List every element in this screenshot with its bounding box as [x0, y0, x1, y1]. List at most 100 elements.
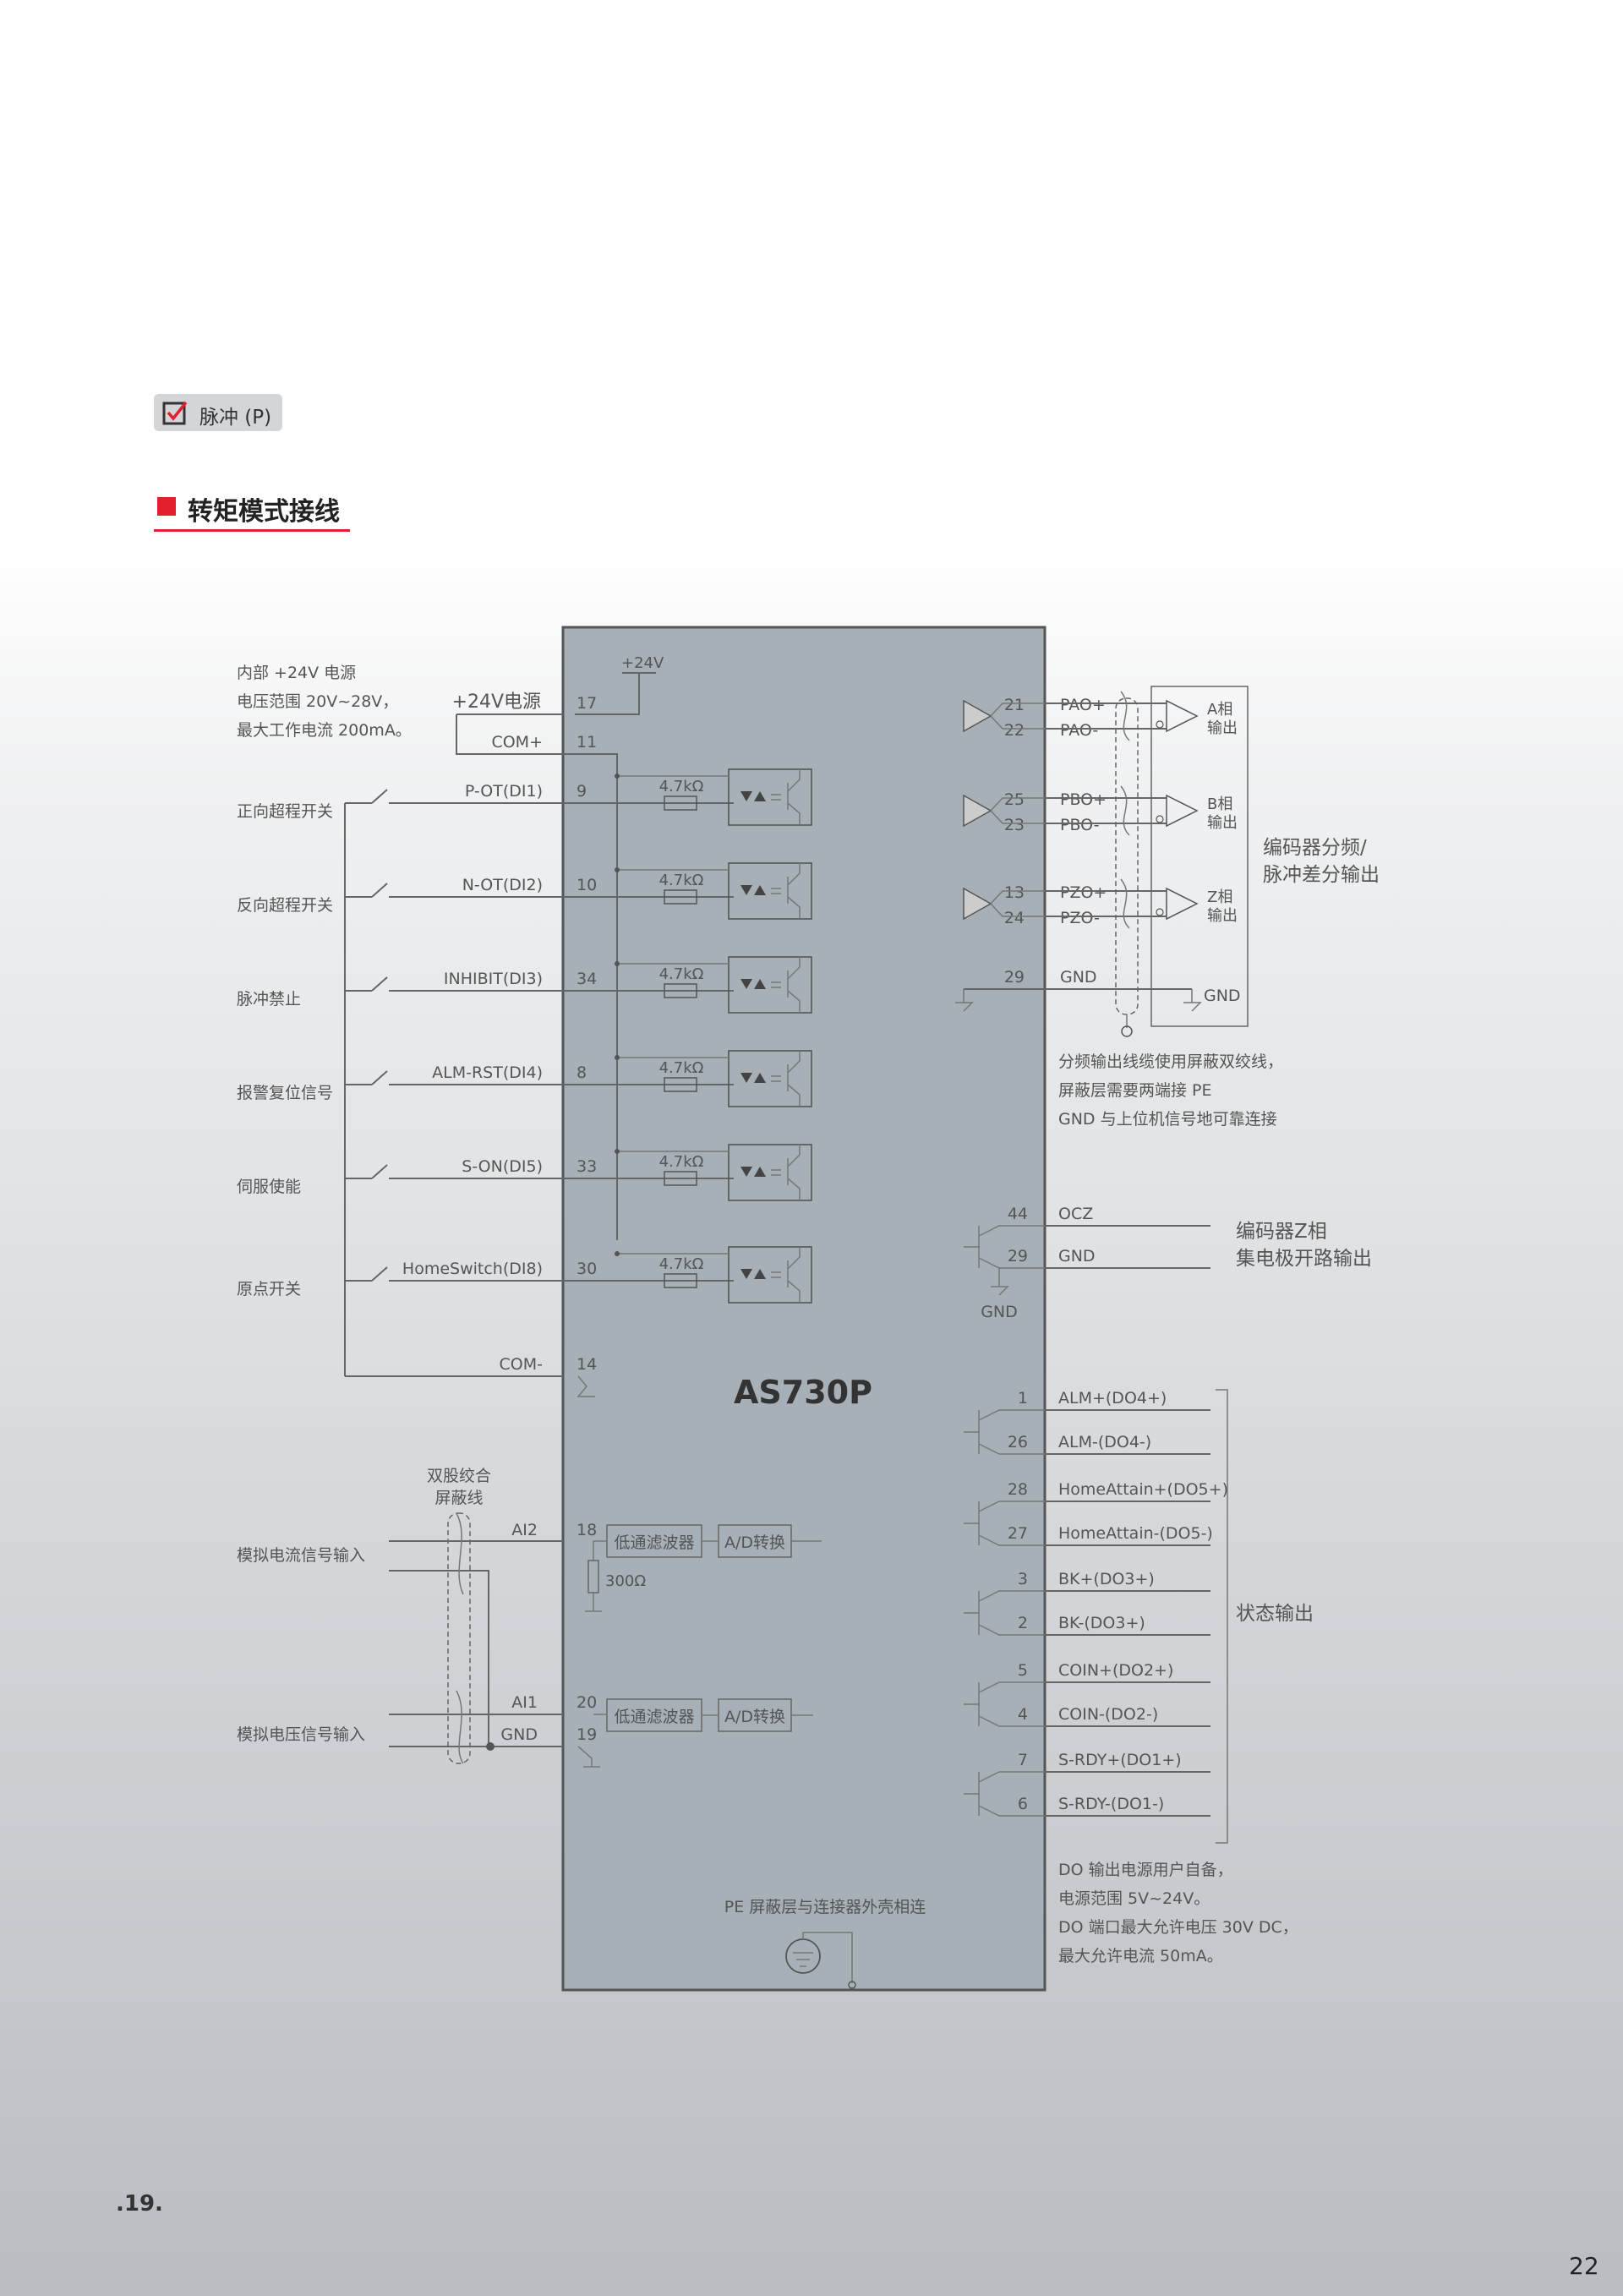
ocz-pin: 44 [1008, 1205, 1028, 1223]
plus24-internal-label: +24V [621, 654, 664, 672]
optocoupler-icon [728, 956, 812, 1014]
input-pin: 30 [577, 1260, 597, 1278]
do-signal: BK-(DO3+) [1058, 1614, 1145, 1632]
device-name: AS730P [734, 1374, 872, 1411]
line-driver-icon [963, 794, 992, 828]
do-signal: S-RDY+(DO1+) [1058, 1751, 1182, 1769]
do-note-4: 最大允许电流 50mA。 [1058, 1947, 1223, 1965]
encoder-pin-pos: 25 [1004, 790, 1025, 809]
line-driver-icon [963, 699, 992, 733]
do-transistor-icon [964, 1501, 1045, 1546]
ocz-gnd-signal: GND [1058, 1247, 1096, 1266]
analog-gnd-label: GND [500, 1725, 538, 1744]
section-title-text: 转矩模式接线 [188, 497, 340, 527]
encoder-out-label-1: Z相 [1207, 888, 1232, 906]
input-desc: 报警复位信号 [237, 1084, 333, 1102]
do-signal: HomeAttain-(DO5-) [1058, 1524, 1213, 1543]
section-title: 转矩模式接线 [154, 489, 350, 532]
twisted-pair-label-2: 屏蔽线 [434, 1489, 483, 1507]
input-signal: S-ON(DI5) [462, 1157, 543, 1176]
com-minus-label: COM- [500, 1355, 543, 1374]
do-transistor-icon [964, 1590, 1045, 1636]
resistor [664, 1077, 697, 1092]
line-receiver-icon [1166, 794, 1199, 828]
encoder-shield [1115, 697, 1139, 1015]
input-desc: 正向超程开关 [237, 802, 333, 821]
resistor [664, 983, 697, 998]
do-pin: 28 [1008, 1480, 1028, 1499]
analog-signal-ai1: AI1 [511, 1693, 538, 1712]
do-signal: BK+(DO3+) [1058, 1570, 1155, 1588]
input-signal: INHIBIT(DI3) [444, 970, 543, 988]
optocoupler-icon [728, 1246, 812, 1304]
switch-icon [371, 1070, 388, 1085]
do-note-2: 电源范围 5V~24V。 [1058, 1889, 1210, 1908]
encoder-signal-neg: PAO- [1060, 721, 1098, 740]
page-number-left: .19. [116, 2191, 163, 2217]
encoder-gnd-pin: 29 [1004, 968, 1025, 987]
ocz-gnd-pin: 29 [1008, 1247, 1028, 1266]
do-note-1: DO 输出电源用户自备， [1058, 1861, 1233, 1879]
input-desc: 原点开关 [237, 1280, 301, 1298]
analog-pin-18: 18 [577, 1521, 597, 1539]
optocoupler-icon [728, 1144, 812, 1201]
do-pin: 2 [1018, 1614, 1028, 1632]
shield-note-3: GND 与上位机信号地可靠连接 [1058, 1110, 1277, 1129]
input-pin: 34 [577, 970, 597, 988]
resistor [664, 795, 697, 811]
encoder-out-label-1: A相 [1207, 701, 1232, 719]
line-driver-icon [963, 887, 992, 921]
input-pin: 33 [577, 1157, 597, 1176]
switch-icon [371, 789, 388, 804]
input-pin: 10 [577, 876, 597, 894]
resistor-label: 4.7kΩ [659, 872, 704, 889]
encoder-out-label-2: 输出 [1207, 719, 1238, 737]
input-desc: 伺服使能 [237, 1178, 301, 1196]
do-pin: 3 [1018, 1570, 1028, 1588]
power-note-line-3: 最大工作电流 200mA。 [237, 721, 412, 740]
pe-note: PE 屏蔽层与连接器外壳相连 [724, 1898, 926, 1916]
input-pin: 9 [577, 782, 587, 801]
analog-desc-ai2: 模拟电流信号输入 [237, 1546, 365, 1565]
mode-tag-label: 脉冲 (P) [199, 407, 272, 429]
line-receiver-icon [1166, 699, 1199, 733]
do-signal: HomeAttain+(DO5+) [1058, 1480, 1228, 1499]
do-pin: 26 [1008, 1433, 1028, 1451]
do-pin: 6 [1018, 1795, 1028, 1813]
do-pin: 5 [1018, 1661, 1028, 1680]
twisted-pair-label-1: 双股绞合 [427, 1467, 491, 1485]
encoder-pin-neg: 24 [1004, 909, 1025, 927]
line-receiver-icon [1166, 887, 1199, 921]
resistor-label: 4.7kΩ [659, 1153, 704, 1171]
adc-label-ai1: A/D转换 [724, 1708, 785, 1726]
pin-14-label: 14 [577, 1355, 597, 1374]
encoder-signal-neg: PBO- [1060, 816, 1100, 834]
resistor [664, 1171, 697, 1186]
encoder-out-label-2: 输出 [1207, 814, 1238, 832]
do-pin: 1 [1018, 1389, 1028, 1408]
encoder-group-label-2: 脉冲差分输出 [1263, 864, 1380, 886]
do-signal: ALM+(DO4+) [1058, 1389, 1167, 1408]
ocz-signal: OCZ [1058, 1205, 1093, 1223]
resistor-label: 4.7kΩ [659, 965, 704, 983]
do-pin: 4 [1018, 1705, 1028, 1724]
input-signal: P-OT(DI1) [465, 782, 543, 801]
input-pin: 8 [577, 1063, 587, 1082]
input-desc: 脉冲禁止 [237, 990, 301, 1009]
encoder-out-label-2: 输出 [1207, 907, 1238, 925]
input-desc: 反向超程开关 [237, 896, 333, 915]
resistor-label: 4.7kΩ [659, 1255, 704, 1273]
encoder-group-label-1: 编码器分频/ [1263, 837, 1367, 859]
ocz-label-2: 集电极开路输出 [1236, 1248, 1372, 1270]
encoder-out-label-1: B相 [1207, 795, 1232, 813]
encoder-gnd-signal: GND [1060, 968, 1097, 987]
encoder-signal-pos: PBO+ [1060, 790, 1107, 809]
do-signal: COIN-(DO2-) [1058, 1705, 1158, 1724]
plus24-supply-label: +24V电源 [452, 692, 541, 713]
ocz-label-1: 编码器Z相 [1236, 1221, 1327, 1243]
switch-icon [371, 883, 388, 898]
do-transistor-icon [964, 1681, 1045, 1727]
shield-note-2: 屏蔽层需要两端接 PE [1058, 1081, 1212, 1100]
do-note-3: DO 端口最大允许电压 30V DC， [1058, 1918, 1298, 1937]
